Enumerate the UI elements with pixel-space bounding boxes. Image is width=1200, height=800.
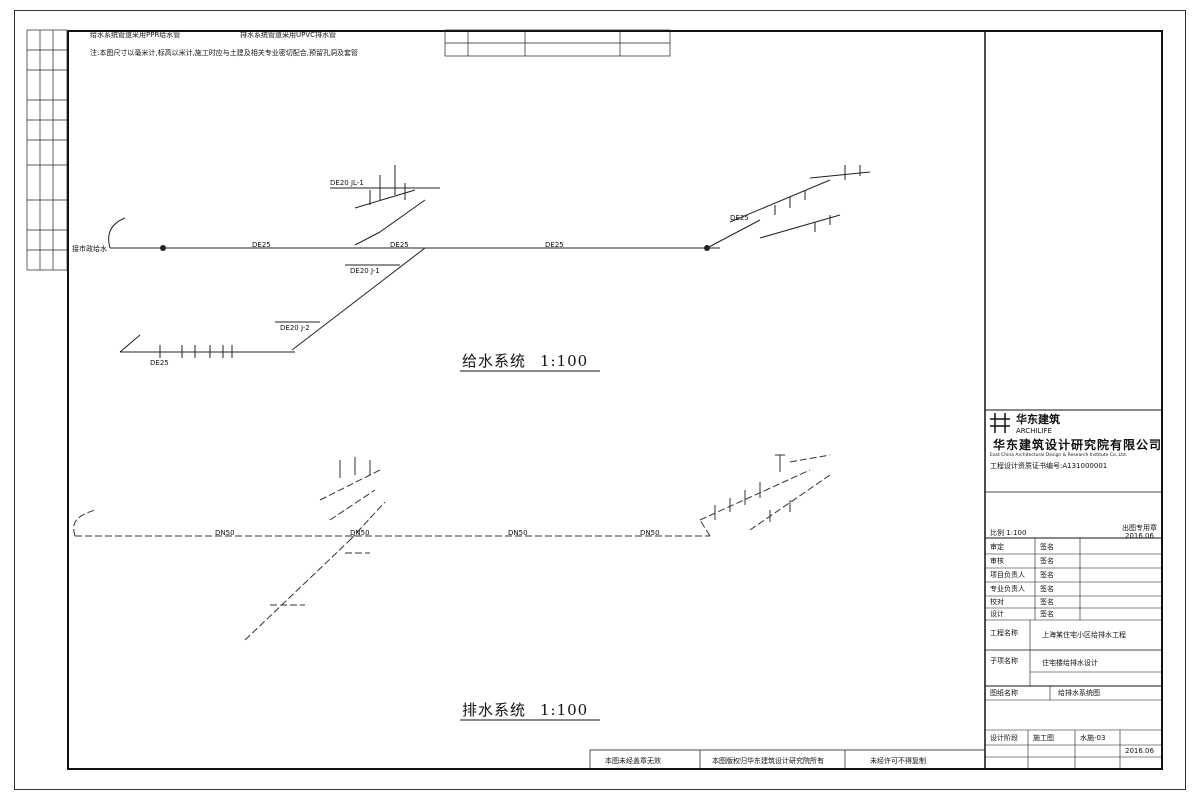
logo-en: ARCHILIFE	[1016, 427, 1052, 435]
company-logo-mark	[990, 413, 1010, 433]
footer-note-2: 本图版权归华东建筑设计研究院所有	[712, 757, 824, 765]
note-drain-pipe: 排水系统管道采用UPVC排水管	[240, 31, 337, 39]
role-3-sign: 签名	[1040, 571, 1054, 579]
role-6-sign: 签名	[1040, 610, 1054, 618]
footer-note-3: 未经许可不得复制	[870, 757, 926, 765]
role-4: 专业负责人	[990, 585, 1025, 593]
role-2: 审核	[990, 557, 1004, 565]
pipe-tag-1: DE25	[252, 241, 271, 249]
drain-pipe-tag-2: DN50	[508, 529, 528, 537]
drawing-frame	[67, 30, 1163, 770]
source-tag: 接市政给水	[72, 245, 107, 253]
stage-value: 施工图	[1033, 734, 1054, 742]
project-name: 上海某住宅小区给排水工程	[1042, 631, 1126, 639]
footer-strip-lines	[589, 749, 985, 770]
pipe-tag-2: DE25	[545, 241, 564, 249]
role-2-sign: 签名	[1040, 557, 1054, 565]
role-1: 审定	[990, 543, 1004, 551]
revision-strip	[26, 29, 68, 271]
drain-pipe-tag-3: DN50	[350, 529, 370, 537]
drawing-sheet	[14, 10, 1186, 790]
pipe-tag-3: DE25	[390, 241, 409, 249]
issue-date: 2016.06	[1125, 747, 1154, 755]
role-1-sign: 签名	[1040, 543, 1054, 551]
role-5-sign: 签名	[1040, 598, 1054, 606]
right-cluster-tag: DE25	[730, 214, 749, 222]
drawing-name: 给排水系统图	[1058, 689, 1100, 697]
drain-pipe-tag-4: DN50	[640, 529, 660, 537]
stage-label: 设计阶段	[990, 734, 1018, 742]
sub-tag-b: DE20 J-2	[280, 324, 310, 332]
role-4-sign: 签名	[1040, 585, 1054, 593]
cert-number: 工程设计资质证书编号:A131000001	[990, 462, 1108, 470]
role-5: 校对	[990, 598, 1004, 606]
drain-pipe-tag-1: DN50	[215, 529, 235, 537]
role-6: 设计	[990, 610, 1004, 618]
sub-tag-c: DE25	[150, 359, 169, 367]
supply-scale: 1:100	[540, 352, 589, 370]
supply-title: 给水系统	[462, 352, 527, 370]
seal-label: 出图专用章	[1122, 524, 1157, 532]
scale-note: 比例 1:100	[990, 529, 1027, 537]
project-label: 工程名称	[990, 629, 1018, 637]
revision-table	[444, 29, 671, 57]
drawing-label: 图纸名称	[990, 689, 1018, 697]
footer-note-1: 本图未经盖章无效	[605, 757, 661, 765]
drain-title: 排水系统	[462, 701, 527, 719]
branch-tag: DE20 JL-1	[330, 179, 364, 187]
subitem-name: 住宅楼给排水设计	[1042, 659, 1098, 667]
note-general: 注:本图尺寸以毫米计,标高以米计,施工时应与土建及相关专业密切配合,预留孔洞及套…	[90, 49, 359, 57]
seal-date: 2016.06	[1125, 532, 1154, 540]
company-name: 华东建筑设计研究院有限公司	[993, 438, 1163, 452]
drain-scale: 1:100	[540, 701, 589, 719]
subitem-label: 子项名称	[990, 657, 1018, 665]
drain-system-diagram	[73, 454, 831, 641]
sheet-number: 水施-03	[1080, 734, 1106, 742]
supply-system-diagram	[108, 165, 871, 358]
sub-tag-a: DE20 J-1	[350, 267, 380, 275]
company-name-en: East China Architectural Design & Resear…	[990, 453, 1128, 458]
role-3: 项目负责人	[990, 571, 1025, 579]
logo-cn: 华东建筑	[1016, 413, 1060, 426]
note-supply-pipe: 给水系统管道采用PPR给水管	[90, 31, 181, 39]
title-block-lines	[984, 30, 1163, 770]
drain-fixtures	[339, 454, 791, 522]
